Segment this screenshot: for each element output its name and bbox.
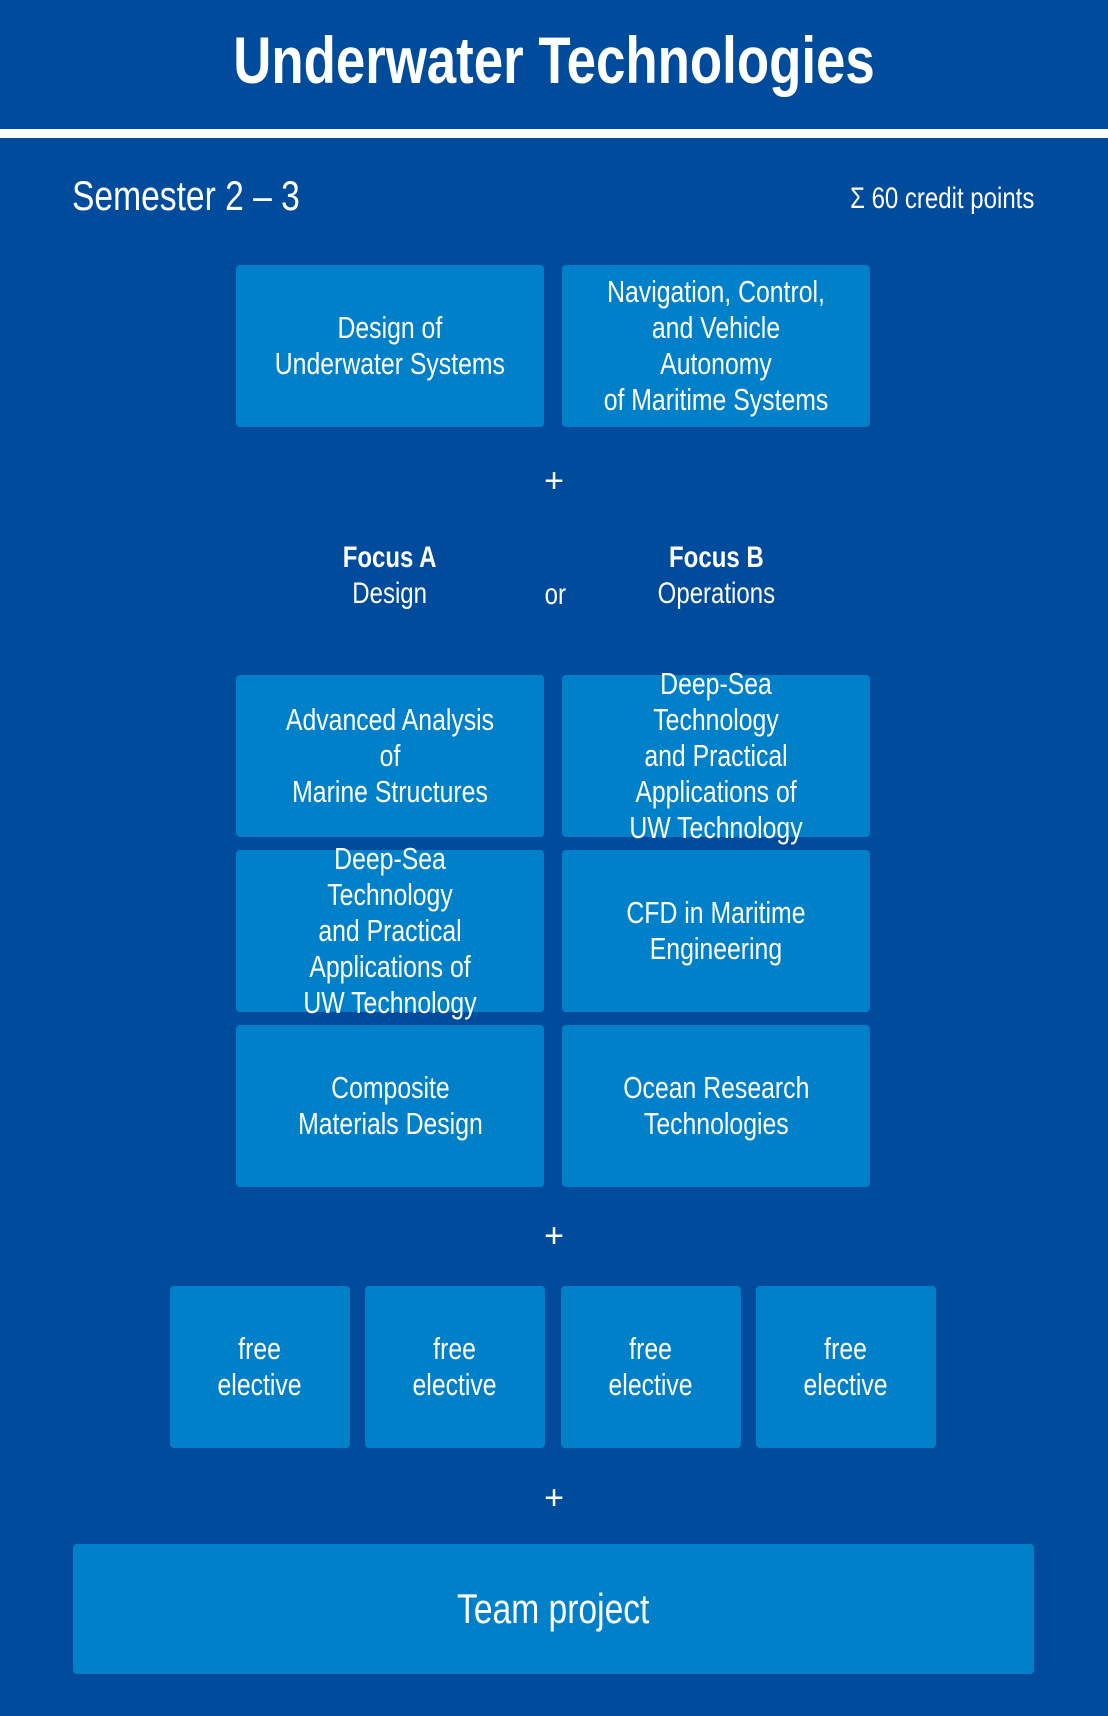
focus-a-module: Deep-Sea Technology and Practical Applic… [236, 841, 544, 1020]
team-project: Team project [73, 1544, 1034, 1674]
credit-points: Σ 60 credit points [849, 182, 1034, 215]
plus-sign: + [544, 462, 564, 500]
semester-label: Semester 2 – 3 [72, 172, 300, 219]
free-elective: free elective [170, 1286, 350, 1448]
divider [0, 129, 1108, 138]
page-title: Underwater Technologies [233, 23, 875, 97]
free-elective: free elective [756, 1286, 936, 1448]
focus-b-module: Ocean Research Technologies [562, 1025, 870, 1187]
focus-a-module: Advanced Analysis of Marine Structures [236, 675, 544, 837]
free-elective: free elective [561, 1286, 741, 1448]
plus-sign: + [544, 1217, 564, 1255]
module-design-underwater-systems: Design of Underwater Systems [236, 265, 544, 427]
header [0, 0, 1108, 128]
focus-b-module: CFD in Maritime Engineering [562, 850, 870, 1012]
plus-sign: + [544, 1479, 564, 1517]
or-label: or [544, 578, 566, 611]
focus-b-module: Deep-Sea Technology and Practical Applic… [562, 666, 870, 845]
module-navigation-control: Navigation, Control, and Vehicle Autonom… [562, 265, 870, 427]
free-elective: free elective [365, 1286, 545, 1448]
focus-a-module: Composite Materials Design [236, 1025, 544, 1187]
